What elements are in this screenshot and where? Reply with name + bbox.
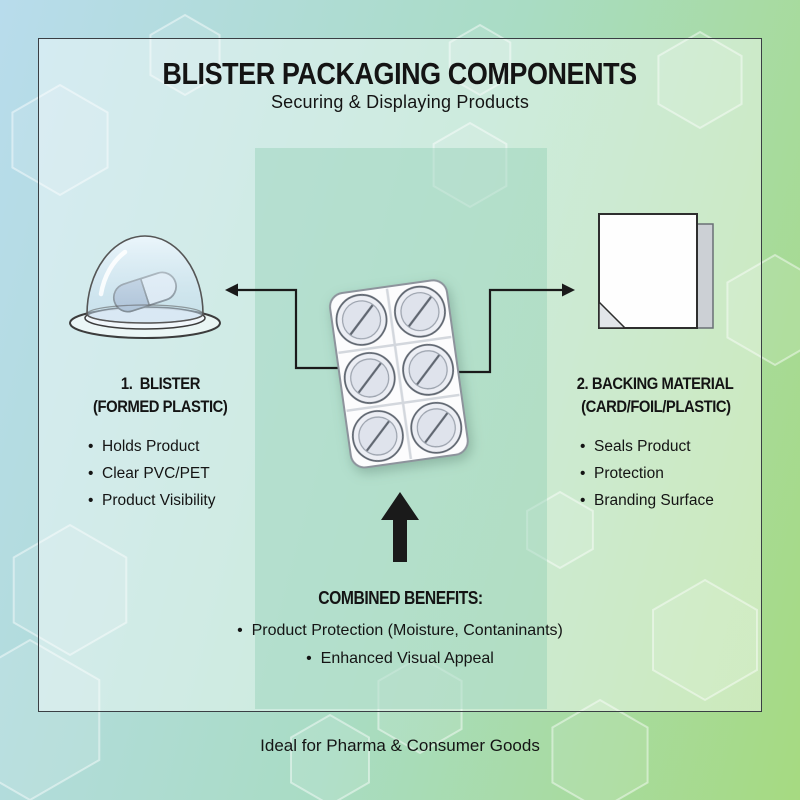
list-item: Clear PVC/PET [88, 460, 278, 487]
benefit-item: Enhanced Visual Appeal [0, 645, 800, 673]
right-heading-line2: (CARD/FOIL/PLASTIC) [580, 397, 731, 416]
left-section-bullets: Holds Product Clear PVC/PET Product Visi… [88, 433, 278, 514]
list-item: Holds Product [88, 433, 278, 460]
benefits-heading: COMBINED BENEFITS: [317, 588, 483, 608]
left-heading-line1: 1. BLISTER [120, 374, 200, 393]
right-heading-line1: 2. BACKING MATERIAL [577, 374, 734, 393]
benefit-item: Product Protection (Moisture, Contaninan… [0, 617, 800, 645]
list-item: Protection [580, 460, 770, 487]
page-title: BLISTER PACKAGING COMPONENTS [0, 56, 800, 92]
right-section-bullets: Seals Product Protection Branding Surfac… [580, 433, 770, 514]
benefits-section: COMBINED BENEFITS: Product Protection (M… [0, 588, 800, 673]
left-heading-line2: (FORMED PLASTIC) [92, 397, 228, 416]
blister-dome-icon [63, 216, 228, 344]
page-subtitle: Securing & Displaying Products [270, 92, 530, 112]
backing-card-icon [593, 206, 723, 342]
footer-tagline: Ideal for Pharma & Consumer Goods [260, 736, 540, 755]
blister-pack-icon [305, 262, 492, 487]
list-item: Seals Product [580, 433, 770, 460]
list-item: Product Visibility [88, 487, 278, 514]
right-section-heading: 2. BACKING MATERIAL (CARD/FOIL/PLASTIC) [548, 372, 763, 418]
page-title-text: BLISTER PACKAGING COMPONENTS [162, 56, 638, 91]
left-section-heading: 1. BLISTER (FORMED PLASTIC) [55, 372, 265, 418]
list-item: Branding Surface [580, 487, 770, 514]
